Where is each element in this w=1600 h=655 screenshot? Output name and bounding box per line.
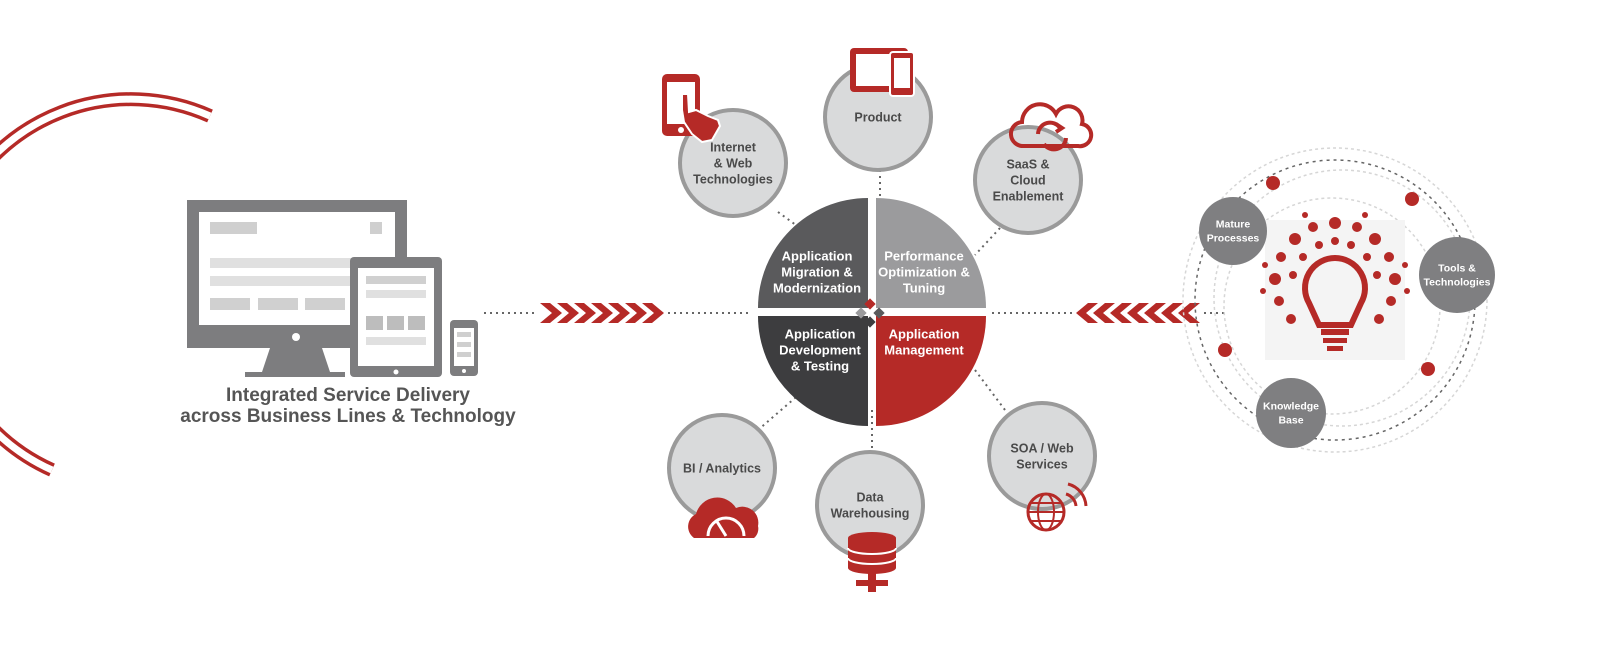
center-diamond-icon [855, 298, 885, 328]
quadrant-development-label-line: Development [779, 343, 861, 358]
quadrant-development-label-line: & Testing [791, 359, 849, 374]
tablet-icon [350, 257, 442, 377]
chevron-left-icon [1110, 303, 1132, 323]
phone-icon [450, 320, 478, 376]
quadrant-management-label-line: Management [884, 343, 964, 358]
chevron-right-icon [591, 303, 613, 323]
globe-signal-icon [1026, 482, 1088, 532]
touch-tablet-icon [662, 74, 722, 144]
chevron-left-icon [1161, 303, 1183, 323]
quadrant-management-label-line: Application [889, 327, 960, 342]
node-knowledge-label-line: Knowledge [1263, 401, 1319, 413]
node-tools: Tools & Technologies [1419, 237, 1495, 313]
left-arrow-chevrons [1076, 303, 1200, 323]
chevron-right-icon [540, 303, 562, 323]
satellite-soa-label-line: SOA / Web [1010, 441, 1074, 455]
quadrant-migration-label-line: Migration & [781, 265, 853, 280]
caption-line-1: Integrated Service Delivery [226, 385, 470, 406]
chevron-right-icon [557, 303, 579, 323]
satellite-saas-label-line: SaaS & [1006, 157, 1049, 171]
chevron-left-icon [1178, 303, 1200, 323]
left-connector [484, 303, 752, 323]
cloud-sync-icon [1009, 102, 1094, 152]
left-panel: Integrated Service Delivery across Busin… [0, 92, 516, 477]
quadrant-development [758, 316, 868, 426]
chevron-right-icon [574, 303, 596, 323]
node-knowledge-label-line: Base [1278, 415, 1303, 427]
quadrant-performance-label-line: Tuning [903, 281, 945, 296]
quadrant-migration [758, 198, 868, 308]
satellite-bi-label-line: BI / Analytics [683, 461, 761, 475]
satellite-internet-label-line: Technologies [693, 172, 773, 186]
chevron-left-icon [1127, 303, 1149, 323]
chevron-right-icon [642, 303, 664, 323]
chevron-right-icon [625, 303, 647, 323]
lightbulb-icon [1260, 212, 1410, 351]
chevron-left-icon [1093, 303, 1115, 323]
quadrant-management [876, 316, 986, 426]
quadrant-migration-label-line: Modernization [773, 281, 861, 296]
quadrant-performance-label-line: Optimization & [878, 265, 970, 280]
quadrant-development-label-line: Application [785, 327, 856, 342]
chevron-right-icon [608, 303, 630, 323]
quadrant-migration-label-line: Application [782, 249, 853, 264]
node-mature-label-line: Mature [1216, 219, 1251, 231]
chevron-left-icon [1076, 303, 1098, 323]
satellite-saas-label-line: Cloud [1010, 173, 1045, 187]
cloud-gauge-icon [688, 497, 759, 538]
satellite-soa-label-line: Services [1016, 457, 1067, 471]
satellite-saas-label-line: Enablement [993, 189, 1065, 203]
caption-line-2: across Business Lines & Technology [180, 406, 516, 427]
quadrant-performance-label-line: Performance [884, 249, 963, 264]
satellite-internet-label-line: Internet [710, 140, 757, 154]
node-tools-label-line: Technologies [1424, 277, 1491, 289]
satellite-connectors [757, 170, 1006, 455]
node-mature-label-line: Processes [1207, 233, 1260, 245]
satellite-product-label-line: Product [854, 110, 902, 124]
satellite-internet-label-line: & Web [714, 156, 753, 170]
right-arrow-chevrons [540, 303, 664, 323]
node-tools-label-line: Tools & [1438, 263, 1476, 275]
orbit-dots [1218, 176, 1435, 376]
quadrant-performance [876, 198, 986, 308]
satellite-dw-label-line: Data [856, 490, 884, 504]
database-icon [847, 532, 897, 592]
segmented-ring [0, 92, 213, 477]
devices-icon [850, 48, 915, 97]
satellite-dw-label-line: Warehousing [831, 506, 910, 520]
right-connector [992, 303, 1224, 323]
satellite-bi: BI / Analytics [667, 413, 777, 523]
chevron-left-icon [1144, 303, 1166, 323]
